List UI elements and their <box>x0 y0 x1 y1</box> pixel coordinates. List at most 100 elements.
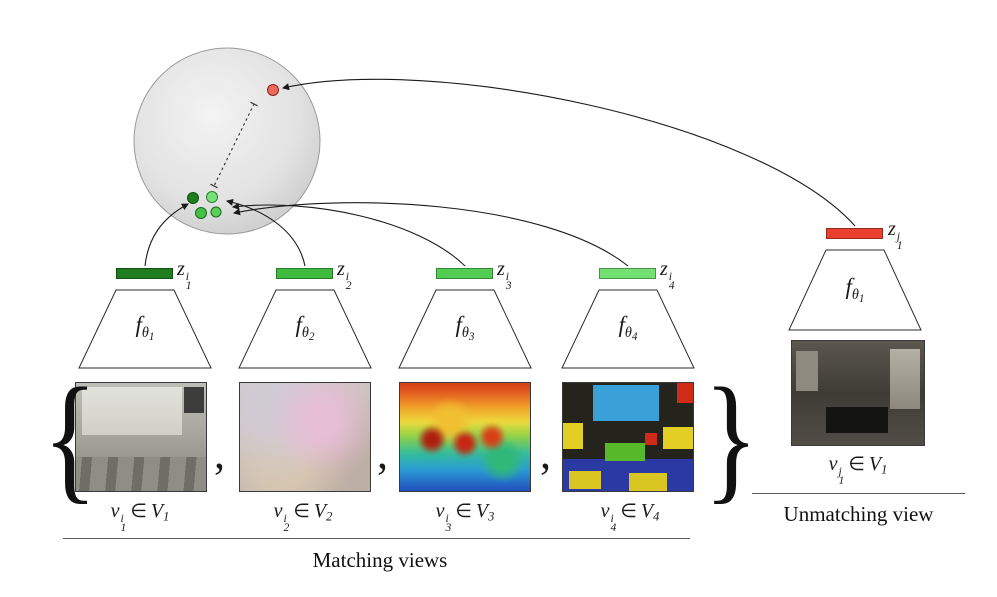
fj-subsub: 1 <box>858 292 865 305</box>
v4-sup: i <box>610 511 614 525</box>
encoder-trapezoid-3 <box>398 289 532 369</box>
vj-in-symbol: ∈ <box>848 454 865 475</box>
unmatching-view-image <box>791 340 925 446</box>
v3-in-symbol: ∈ <box>455 501 472 522</box>
f4-sub: θ <box>624 324 632 341</box>
v2-set-sub: 2 <box>326 509 333 524</box>
view-image-segmentation-art <box>563 383 693 491</box>
arrow-zj-to-sphere <box>281 78 856 227</box>
v1-set-sub: 1 <box>163 509 170 524</box>
embedding-bar-zj <box>826 228 883 239</box>
f1-base: f <box>135 312 142 337</box>
anchor-dot-2 <box>206 191 218 203</box>
f4-subsub: 4 <box>631 330 638 343</box>
f3-sub: θ <box>461 324 469 341</box>
z1-base: z <box>177 258 185 280</box>
v3-base: v <box>435 500 445 522</box>
brace-right: } <box>703 358 759 516</box>
v4-set: V <box>640 500 654 522</box>
f2-base: f <box>295 312 302 337</box>
v3-sub: 3 <box>445 521 452 535</box>
v4-set-sub: 4 <box>653 509 660 524</box>
zj-base: z <box>888 218 896 240</box>
f1-sub: θ <box>141 324 149 341</box>
anchor-dot-4 <box>210 206 222 218</box>
view-image-segmentation <box>562 382 694 492</box>
view-image-depth-art <box>400 383 530 491</box>
view-image-depth <box>399 382 531 492</box>
embedding-bar-z4 <box>599 268 656 279</box>
arrow-z4-to-sphere <box>232 202 629 267</box>
brace-left: { <box>42 358 98 516</box>
vj-sup: j <box>838 464 842 478</box>
view-image-grayscale-art <box>76 383 206 491</box>
unmatching-view-image-art <box>792 341 924 445</box>
fj-sub: θ <box>851 286 859 303</box>
z1-sub: 1 <box>185 279 192 293</box>
z3-sup: i <box>505 269 510 283</box>
z4-base: z <box>660 258 668 280</box>
fj-base: f <box>845 274 852 299</box>
anchor-dot-1 <box>187 192 199 204</box>
separator-comma-1: , <box>214 429 225 478</box>
z4-sub: 4 <box>668 279 675 293</box>
encoder-label-f3: fθ3 <box>425 312 505 343</box>
f3-subsub: 3 <box>468 330 475 343</box>
v1-in-symbol: ∈ <box>130 501 147 522</box>
v2-sub: 2 <box>283 521 290 535</box>
v2-sup: i <box>283 511 287 525</box>
view-image-grayscale <box>75 382 207 492</box>
anchor-dot-3 <box>195 207 207 219</box>
matching-underline <box>63 538 690 539</box>
v1-base: v <box>110 500 120 522</box>
separator-comma-3: , <box>540 429 551 478</box>
encoder-trapezoid-4 <box>561 289 695 369</box>
f2-sub: θ <box>301 324 309 341</box>
vj-base: v <box>828 453 838 475</box>
arrow-z1-to-sphere <box>144 203 189 267</box>
view-image-blurred <box>239 382 371 492</box>
z1-sup: i <box>185 269 190 283</box>
v2-set: V <box>313 500 327 522</box>
v3-set-sub: 3 <box>488 509 495 524</box>
z2-sup: i <box>345 269 350 283</box>
f4-base: f <box>618 312 625 337</box>
z2-sub: 2 <box>345 279 352 293</box>
vj-set-sub: 1 <box>881 462 888 477</box>
f3-base: f <box>455 312 462 337</box>
z3-base: z <box>497 258 505 280</box>
encoder-label-f-unmatching: fθ1 <box>815 274 895 305</box>
encoder-label-f1: fθ1 <box>105 312 185 343</box>
zj-sup: j <box>896 229 901 243</box>
v4-sub: 4 <box>610 521 617 535</box>
embedding-bar-z1 <box>116 268 173 279</box>
f2-subsub: 2 <box>308 330 315 343</box>
unmatching-caption: Unmatching view <box>783 502 934 526</box>
matching-caption: Matching views <box>312 548 448 572</box>
v1-sub: 1 <box>120 521 127 535</box>
f1-subsub: 1 <box>148 330 155 343</box>
zj-sub: 1 <box>896 239 903 253</box>
unmatching-underline <box>752 493 965 494</box>
negative-dot <box>267 84 279 96</box>
vj-sub: 1 <box>838 474 845 488</box>
encoder-trapezoid-2 <box>238 289 372 369</box>
distance-dashed-line <box>210 101 258 189</box>
encoder-trapezoid-1 <box>78 289 212 369</box>
v1-set: V <box>150 500 164 522</box>
v3-set: V <box>475 500 489 522</box>
v2-in-symbol: ∈ <box>293 501 310 522</box>
v2-base: v <box>273 500 283 522</box>
encoder-trapezoid-unmatching <box>788 249 922 331</box>
z3-sub: 3 <box>505 279 512 293</box>
